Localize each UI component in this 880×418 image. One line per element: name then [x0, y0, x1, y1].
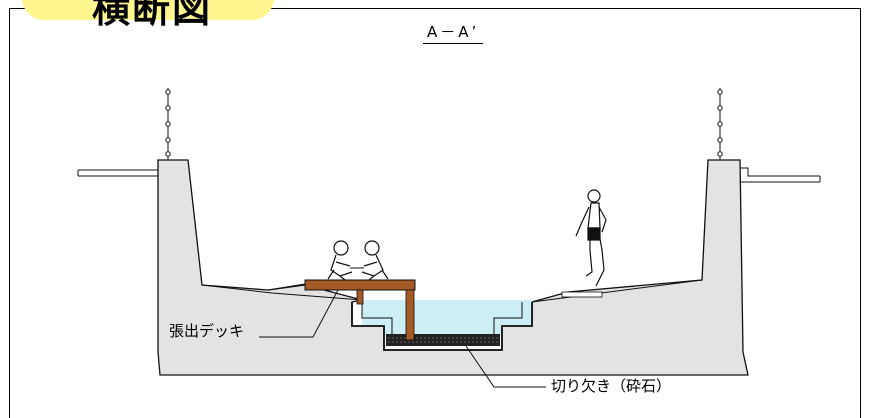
- deck-label: 張出デッキ: [169, 322, 245, 340]
- notch-leader-line: [465, 345, 546, 388]
- figure-frame: [9, 8, 861, 418]
- sitting-people-illustration: [327, 240, 389, 281]
- section-label: A－A’: [423, 21, 484, 44]
- deck-slope-edge: [267, 283, 306, 291]
- deck-leader-line: [259, 289, 339, 338]
- gravel-notch: [386, 334, 500, 346]
- channel-steps: [351, 302, 533, 351]
- figure-title: 横断図: [92, 0, 213, 31]
- right-landing: [561, 291, 603, 298]
- deck-post-right: [405, 289, 415, 341]
- right-fence: [717, 88, 723, 160]
- right-slope: [531, 279, 703, 303]
- water: [362, 300, 532, 336]
- title-tab: [22, 0, 274, 20]
- left-slope: [201, 284, 363, 301]
- left-walkway: [77, 169, 158, 177]
- left-fence: [165, 88, 171, 160]
- deck-post-left: [356, 289, 364, 305]
- notch-label: 切り欠き（砕石）: [551, 377, 672, 395]
- wooden-deck: [304, 279, 416, 291]
- right-walkway: [740, 167, 821, 183]
- standing-person-illustration: [575, 189, 607, 287]
